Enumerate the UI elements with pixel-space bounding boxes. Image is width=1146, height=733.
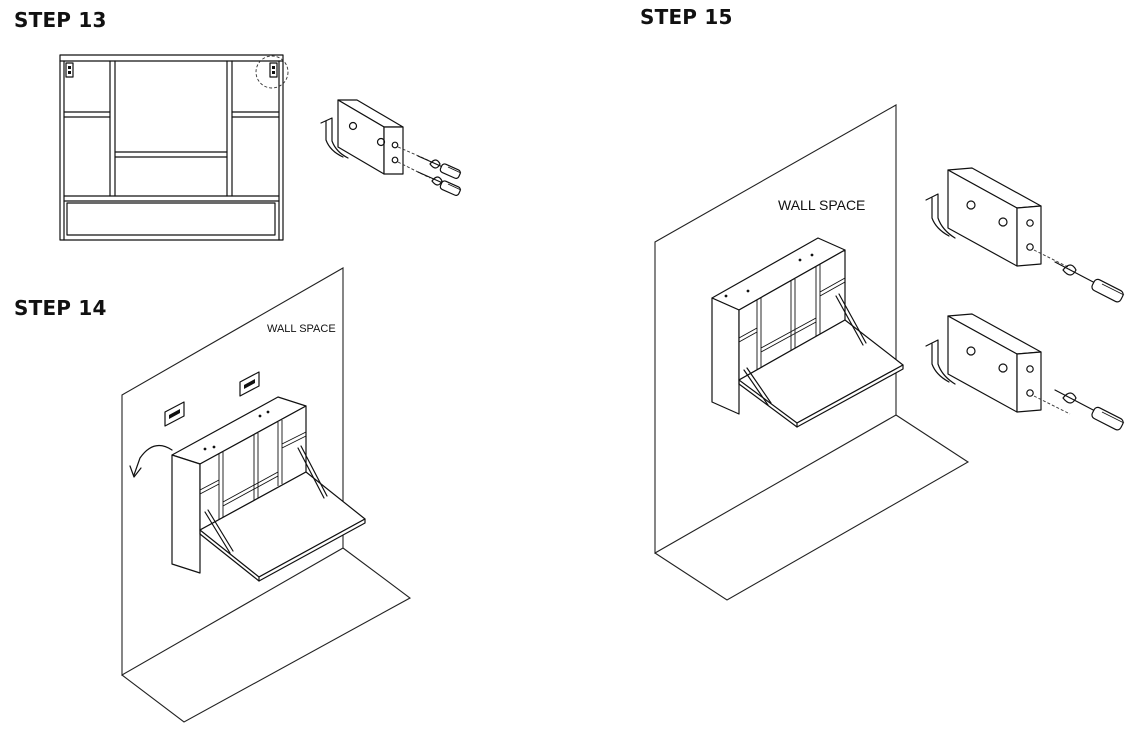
- step-15-title: STEP 15: [640, 5, 733, 29]
- step-15-wall-label: WALL SPACE: [778, 197, 865, 213]
- step-13-bracket-detail: [320, 99, 462, 196]
- step-14-cabinet: [171, 396, 366, 582]
- screwdriver-icon: [417, 155, 462, 179]
- step-14-wall-label: WALL SPACE: [267, 323, 336, 335]
- screwdriver-icon: [417, 171, 462, 196]
- step-14-title: STEP 14: [14, 296, 107, 320]
- bracket-left: [65, 62, 74, 78]
- screwdriver-icon: [1054, 389, 1125, 431]
- screwdriver-icon: [1054, 261, 1125, 303]
- step-13-front-view: [59, 54, 289, 241]
- lift-arrow-icon: [133, 444, 173, 476]
- detail-circle: [255, 55, 289, 89]
- step-15-bracket-detail-upper: [925, 167, 1125, 303]
- bracket-right: [269, 62, 278, 78]
- wall-bracket-right: [239, 371, 260, 397]
- wall-bracket-left: [164, 401, 185, 427]
- step-15-bracket-detail-lower: [925, 313, 1125, 431]
- step-14-scene: WALL SPACE: [121, 267, 412, 723]
- step-15-cabinet: [711, 237, 904, 428]
- step-13-title: STEP 13: [14, 8, 107, 32]
- step-15-scene: WALL SPACE: [654, 104, 1125, 601]
